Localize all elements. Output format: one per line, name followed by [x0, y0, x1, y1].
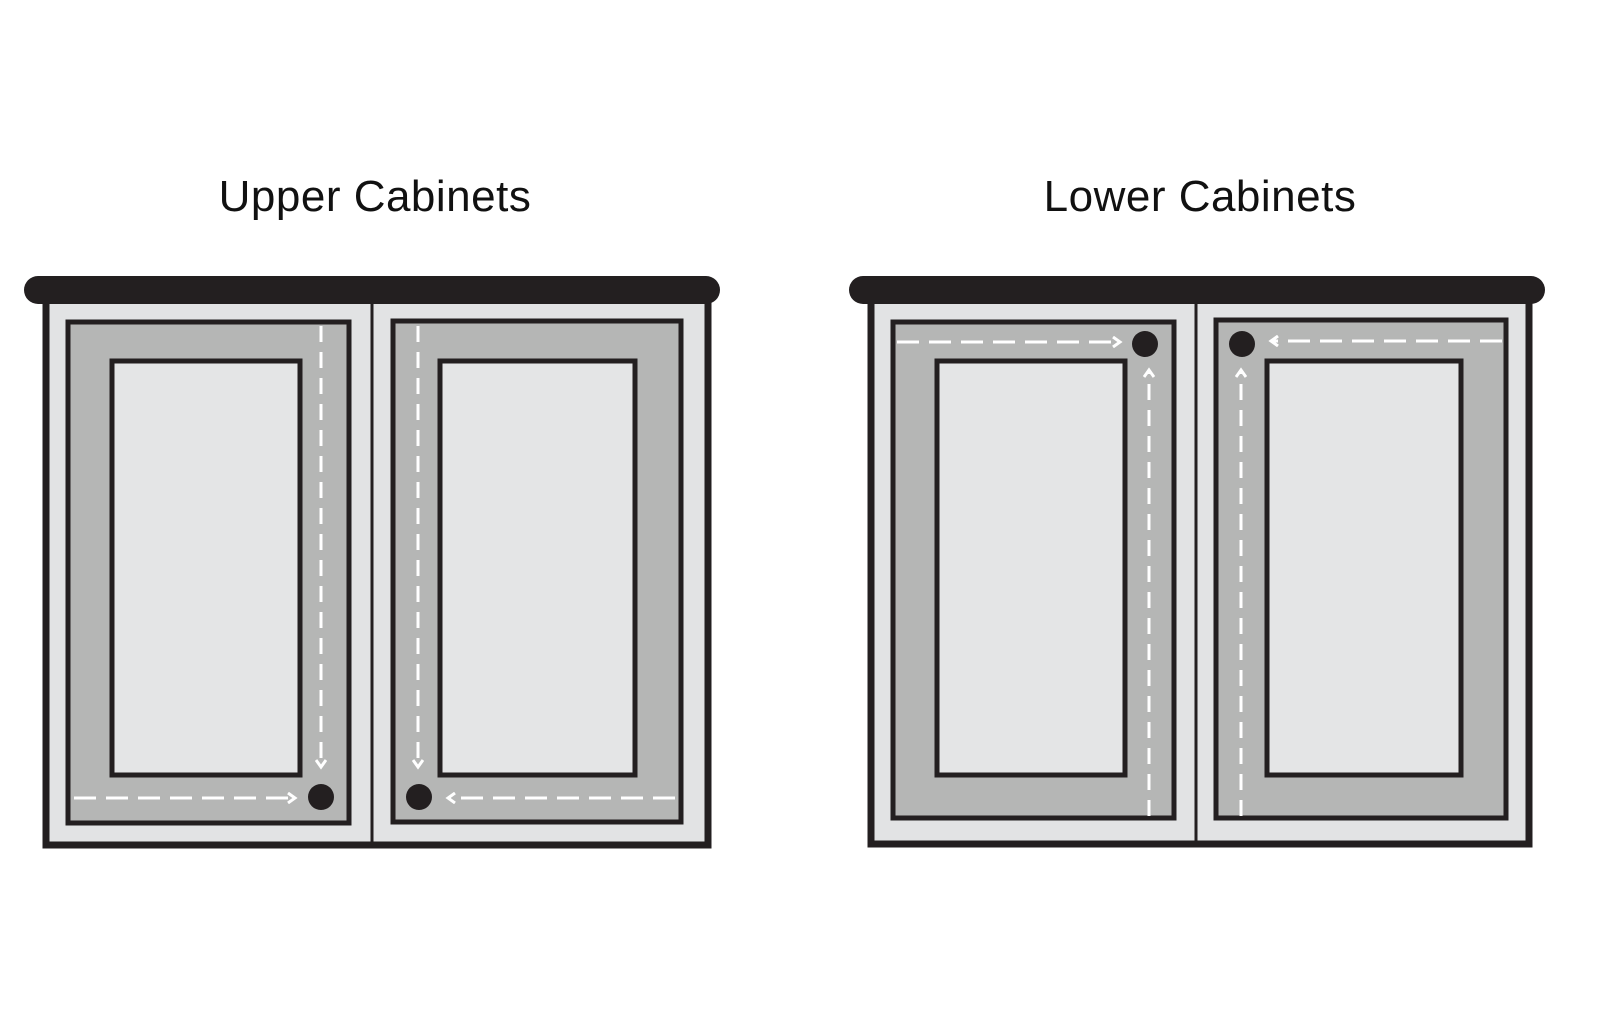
lower-right-door: [1213, 317, 1509, 821]
upper-countertop: [24, 276, 720, 304]
knob-icon: [1132, 331, 1158, 357]
lower-left-door: [890, 319, 1177, 821]
upper-left-door: [65, 319, 352, 826]
knob-icon: [308, 784, 334, 810]
knob-icon: [1229, 331, 1255, 357]
lower-cabinets-title: Lower Cabinets: [1043, 172, 1357, 221]
upper-cabinet: [24, 276, 720, 849]
knob-icon: [406, 784, 432, 810]
upper-cabinets-title: Upper Cabinets: [218, 172, 532, 221]
lower-cabinet: [849, 276, 1545, 848]
lower-countertop: [849, 276, 1545, 304]
upper-right-door: [390, 318, 684, 825]
